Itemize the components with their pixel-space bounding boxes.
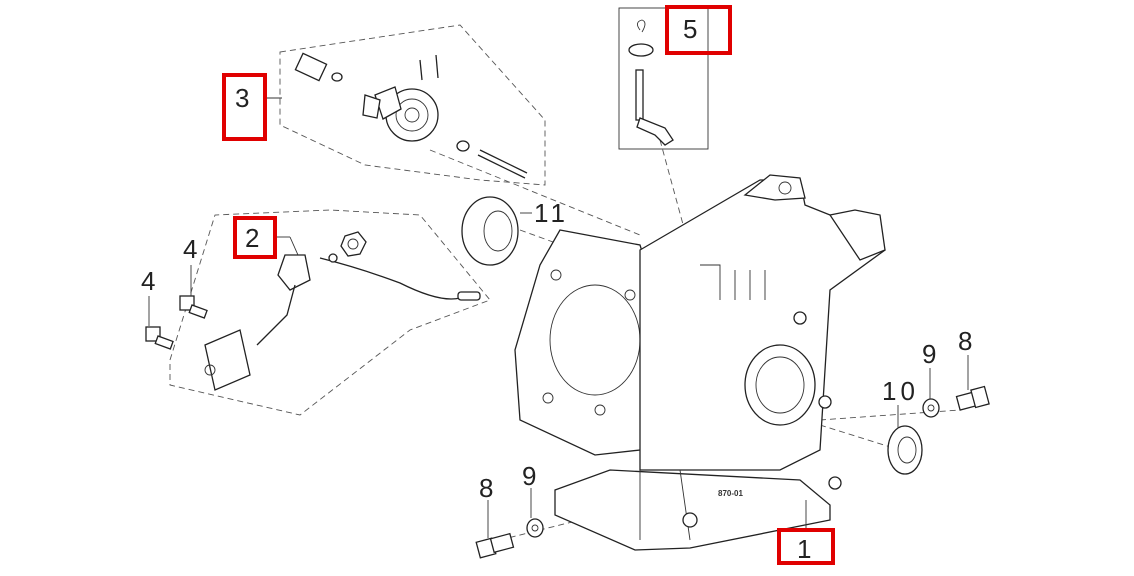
group-2-outline: [169, 209, 491, 416]
group-3-outline: [279, 24, 546, 186]
callout-4b: 4: [141, 266, 155, 296]
bolt: [179, 295, 208, 319]
oil-seal: [887, 425, 923, 475]
assembly-line: [429, 149, 641, 236]
drain-plug: [955, 385, 990, 411]
callout-9b: 9: [522, 461, 536, 491]
highlight-box-2: [233, 216, 277, 259]
governor-assembly: [294, 52, 528, 179]
callout-4a: 4: [183, 234, 197, 264]
crankcase: 870-01: [514, 174, 886, 551]
governor-arm-assembly: [618, 7, 709, 150]
callout-1: 1: [797, 534, 811, 564]
callout-3: 3: [235, 83, 249, 113]
casting-mark: 870-01: [718, 489, 743, 498]
callout-8a: 8: [958, 326, 972, 356]
assembly-line: [819, 409, 961, 421]
callout-8b: 8: [479, 473, 493, 503]
washer: [922, 398, 940, 418]
callout-11: 11: [534, 198, 569, 228]
bearing: [461, 196, 519, 266]
highlight-box-3: [222, 73, 267, 141]
highlight-box-1: [777, 528, 835, 565]
callout-2: 2: [245, 223, 259, 253]
callout-9a: 9: [922, 339, 936, 369]
callout-10: 10: [882, 376, 919, 406]
drain-plug: [475, 532, 515, 559]
highlight-box-5: [665, 5, 732, 55]
assembly-line: [819, 424, 901, 451]
bolt: [145, 326, 174, 350]
callout-5: 5: [683, 14, 697, 44]
ignition-coil-assembly: [204, 231, 481, 391]
washer: [526, 518, 544, 538]
